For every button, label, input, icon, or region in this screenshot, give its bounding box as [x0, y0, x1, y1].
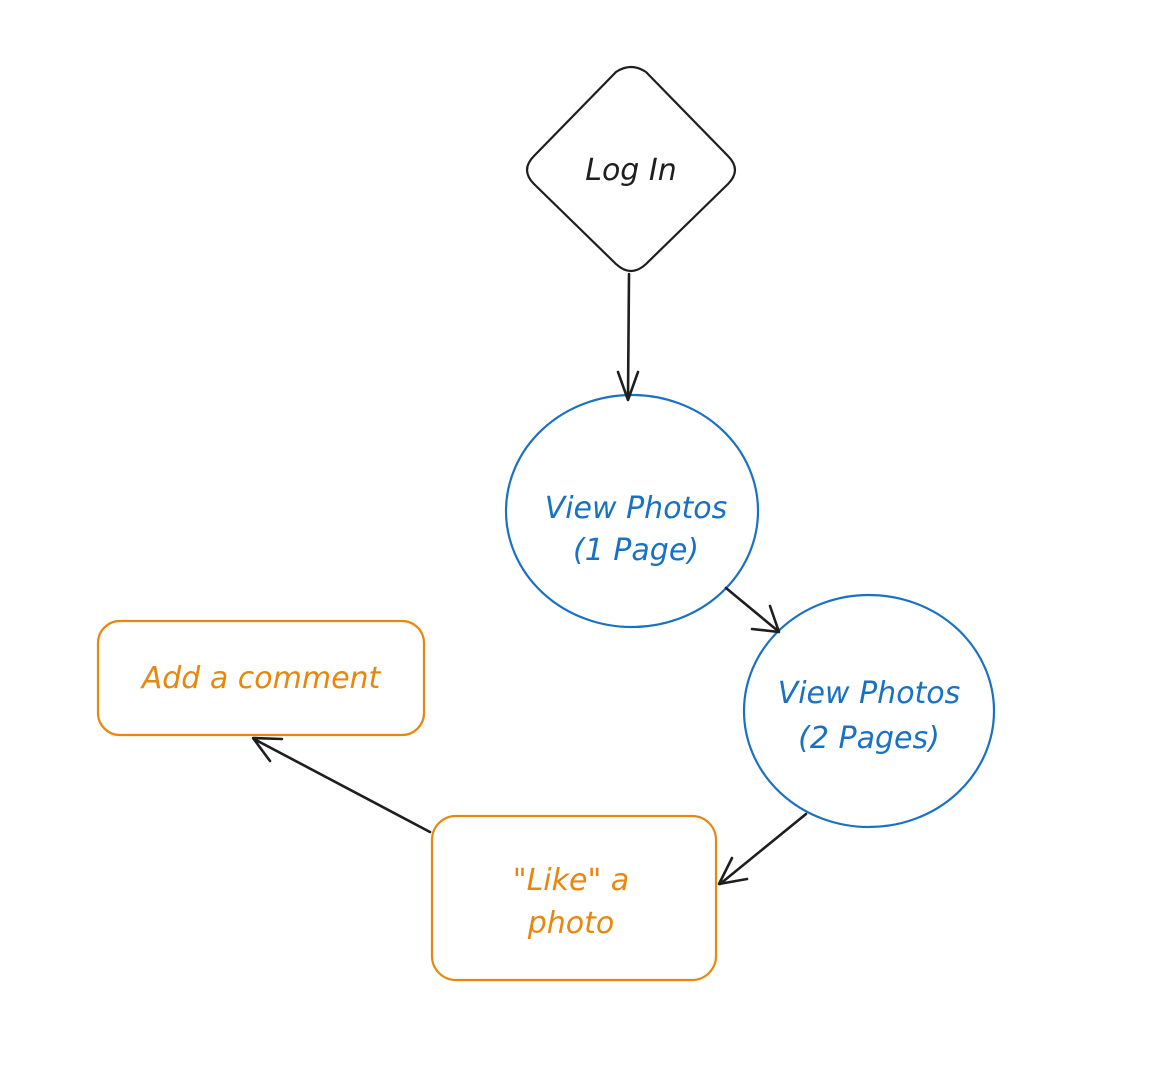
edge-line: [724, 586, 780, 633]
arrowhead: [616, 370, 640, 402]
view1-label-line1: View Photos: [545, 491, 728, 526]
arrowhead: [717, 856, 749, 886]
like-label-line1: "Like" a: [513, 863, 629, 898]
view1-label-line2: (1 Page): [573, 533, 699, 568]
edge-line: [252, 737, 432, 834]
view2-ellipse: [742, 593, 996, 829]
edge-like-to-comment: [251, 736, 432, 834]
edge-line: [626, 272, 631, 400]
arrowhead: [251, 736, 284, 763]
view2-label-line1: View Photos: [778, 676, 961, 711]
edge-line: [718, 812, 808, 886]
like-label-line2: photo: [527, 906, 615, 941]
comment-box: [96, 619, 426, 737]
edge-view2-to-like: [717, 812, 808, 886]
node-view-photos-2[interactable]: View Photos (2 Pages): [742, 593, 996, 829]
node-login[interactable]: Log In: [525, 65, 737, 273]
login-label: Log In: [585, 153, 677, 188]
edge-login-to-view1: [616, 272, 640, 402]
node-view-photos-1[interactable]: View Photos (1 Page): [504, 393, 760, 629]
like-box: [430, 814, 718, 982]
comment-label: Add a comment: [140, 661, 382, 696]
node-like-photo[interactable]: "Like" a photo: [430, 814, 718, 982]
arrowhead: [750, 604, 781, 634]
view1-ellipse: [504, 393, 760, 629]
edge-view1-to-view2: [724, 586, 781, 634]
view2-label-line2: (2 Pages): [798, 721, 940, 756]
node-add-comment[interactable]: Add a comment: [96, 619, 426, 737]
login-diamond: [525, 65, 737, 273]
